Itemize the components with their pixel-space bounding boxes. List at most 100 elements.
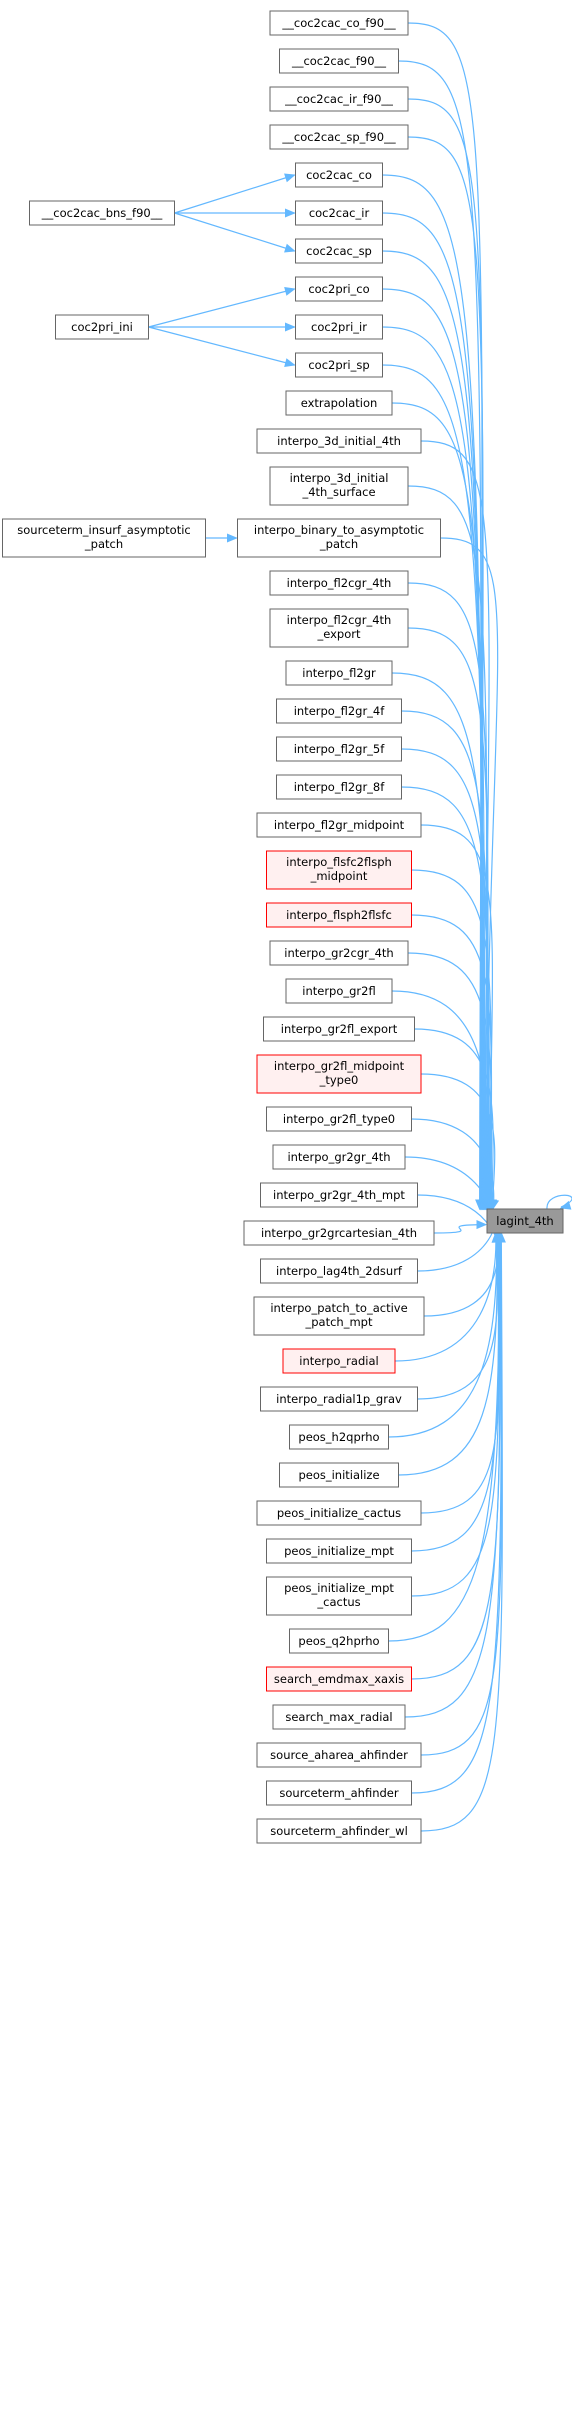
edge-peos_initialize-to-lagint-4th-line — [398, 1232, 498, 1476]
edge-coc2cac_bns_f90-to-coc2cac_sp-line — [174, 212, 295, 252]
node-label: coc2pri_ini — [71, 320, 133, 334]
node-coc2cac-bns-f90[interactable]: __coc2cac_bns_f90__ — [29, 200, 175, 226]
node-coc2cac-ir[interactable]: coc2cac_ir — [295, 200, 383, 226]
edge-interpo_fl2gr_8f-to-lagint-4th-line — [401, 786, 490, 1210]
node-label: extrapolation — [301, 396, 378, 410]
node-box — [266, 1106, 412, 1132]
edge-search_max_radial-to-lagint-4th-line — [404, 1232, 501, 1718]
edge-coc2pri_ini-to-coc2pri_ir-arrowhead — [285, 322, 296, 332]
node-interpo-binary-to-asymptotic-patch[interactable]: interpo_binary_to_asymptotic_patch — [237, 518, 441, 558]
call-edges — [148, 22, 572, 1832]
node-box — [237, 518, 441, 558]
node-label: search_max_radial — [285, 1710, 392, 1724]
node-interpo-flsph2flsfc[interactable]: interpo_flsph2flsfc — [266, 902, 412, 928]
node-coc2pri-ini[interactable]: coc2pri_ini — [55, 314, 149, 340]
edge-sourceterm_ahfinder-to-lagint-4th-line — [411, 1232, 502, 1794]
node-label: sourceterm_ahfinder_wl — [270, 1824, 408, 1838]
edge-interpo_gr2grcartesian_4th-to-lagint-4th-line — [433, 1224, 487, 1234]
node-label: __coc2cac_ir_f90__ — [284, 92, 393, 106]
node-interpo-gr2gr-4th-mpt[interactable]: interpo_gr2gr_4th_mpt — [260, 1182, 418, 1208]
node-label: interpo_gr2fl_midpoint — [274, 1059, 405, 1073]
node-box — [55, 314, 149, 340]
node-coc2pri-co[interactable]: coc2pri_co — [295, 276, 383, 302]
node-label: coc2pri_ir — [311, 320, 367, 334]
node-interpo-3d-initial-4th[interactable]: interpo_3d_initial_4th — [256, 428, 422, 454]
node-coc2pri-ir[interactable]: coc2pri_ir — [295, 314, 383, 340]
node-label: search_emdmax_xaxis — [274, 1672, 404, 1686]
node-interpo-patch-to-active-patch-mpt[interactable]: interpo_patch_to_active_patch_mpt — [253, 1296, 425, 1336]
node-interpo-gr2gr-4th[interactable]: interpo_gr2gr_4th — [272, 1144, 406, 1170]
edge-coc2cac_bns_f90-to-coc2cac_ir-arrowhead — [285, 208, 296, 218]
node-interpo-fl2gr-8f[interactable]: interpo_fl2gr_8f — [276, 774, 402, 800]
node-interpo-gr2fl[interactable]: interpo_gr2fl — [285, 978, 393, 1004]
node-sourceterm-ahfinder[interactable]: sourceterm_ahfinder — [266, 1780, 412, 1806]
node-peos-initialize[interactable]: peos_initialize — [279, 1462, 399, 1488]
node-interpo-gr2grcartesian-4th[interactable]: interpo_gr2grcartesian_4th — [243, 1220, 435, 1246]
edge-sourceterm_insurf_asymptotic_patch-to-interpo_binary_to_asymptotic_patch — [205, 533, 238, 543]
edge-coc2cac_co-to-lagint-4th — [382, 174, 487, 1211]
node-coc2cac-ir-f90[interactable]: __coc2cac_ir_f90__ — [269, 86, 409, 112]
node-coc2cac-sp-f90[interactable]: __coc2cac_sp_f90__ — [269, 124, 409, 150]
node-box — [243, 1220, 435, 1246]
call-nodes: __coc2cac_co_f90__ __coc2cac_f90__ __coc2c… — [2, 10, 564, 1844]
node-interpo-flsfc2flsph-midpoint[interactable]: interpo_flsfc2flsph_midpoint — [266, 850, 412, 890]
node-box — [260, 1182, 418, 1208]
node-peos-q2hprho[interactable]: peos_q2hprho — [289, 1628, 389, 1654]
node-sourceterm-insurf-asymptotic-patch[interactable]: sourceterm_insurf_asymptotic_patch — [2, 518, 206, 558]
node-label: interpo_radial — [299, 1354, 378, 1368]
node-label: peos_initialize — [298, 1468, 379, 1482]
node-interpo-gr2fl-export[interactable]: interpo_gr2fl_export — [263, 1016, 415, 1042]
node-extrapolation[interactable]: extrapolation — [285, 390, 393, 416]
node-sourceterm-ahfinder-wl[interactable]: sourceterm_ahfinder_wl — [256, 1818, 422, 1844]
edge-interpo_radial-to-lagint-4th-line — [394, 1232, 497, 1362]
node-interpo-gr2fl-midpoint-type0[interactable]: interpo_gr2fl_midpoint_type0 — [256, 1054, 422, 1094]
node-box — [266, 1666, 412, 1692]
node-interpo-fl2gr-4f[interactable]: interpo_fl2gr_4f — [276, 698, 402, 724]
node-label: interpo_binary_to_asymptotic — [254, 523, 424, 537]
node-label: interpo_3d_initial — [290, 471, 389, 485]
node-coc2cac-f90[interactable]: __coc2cac_f90__ — [279, 48, 399, 74]
node-interpo-fl2cgr-4th-export[interactable]: interpo_fl2cgr_4th_export — [269, 608, 409, 648]
node-interpo-radial[interactable]: interpo_radial — [282, 1348, 396, 1374]
node-box — [295, 238, 383, 264]
node-box — [269, 940, 409, 966]
node-interpo-3d-initial-4th-surface[interactable]: interpo_3d_initial_4th_surface — [269, 466, 409, 506]
node-coc2cac-sp[interactable]: coc2cac_sp — [295, 238, 383, 264]
node-lagint-4th[interactable]: lagint_4th — [486, 1208, 564, 1234]
edge-lagint-4th-self-loop-arrowhead — [559, 1200, 572, 1210]
node-interpo-fl2gr-midpoint[interactable]: interpo_fl2gr_midpoint — [256, 812, 422, 838]
node-interpo-radial1p-grav[interactable]: interpo_radial1p_grav — [260, 1386, 418, 1412]
node-box — [29, 200, 175, 226]
node-box — [285, 660, 393, 686]
edge-interpo_gr2grcartesian_4th-to-lagint-4th — [433, 1220, 488, 1234]
edge-coc2pri_ini-to-coc2pri_sp — [148, 326, 296, 368]
node-interpo-fl2gr-5f[interactable]: interpo_fl2gr_5f — [276, 736, 402, 762]
node-label: interpo_fl2cgr_4th — [287, 613, 392, 627]
node-label: interpo_patch_to_active — [270, 1301, 407, 1315]
edge-coc2pri_ini-to-coc2pri_co-arrowhead — [284, 286, 296, 296]
node-search-max-radial[interactable]: search_max_radial — [272, 1704, 406, 1730]
node-box — [266, 1576, 412, 1616]
node-interpo-gr2cgr-4th[interactable]: interpo_gr2cgr_4th — [269, 940, 409, 966]
node-coc2cac-co[interactable]: coc2cac_co — [295, 162, 383, 188]
node-search-emdmax-xaxis[interactable]: search_emdmax_xaxis — [266, 1666, 412, 1692]
edge-peos_initialize_cactus-to-lagint-4th-line — [420, 1232, 500, 1514]
node-peos-initialize-mpt-cactus[interactable]: peos_initialize_mpt_cactus — [266, 1576, 412, 1616]
node-coc2pri-sp[interactable]: coc2pri_sp — [295, 352, 383, 378]
node-peos-initialize-mpt[interactable]: peos_initialize_mpt — [266, 1538, 412, 1564]
node-interpo-gr2fl-type0[interactable]: interpo_gr2fl_type0 — [266, 1106, 412, 1132]
node-interpo-lag4th-2dsurf[interactable]: interpo_lag4th_2dsurf — [260, 1258, 418, 1284]
node-label: _4th_surface — [301, 485, 375, 499]
edge-lagint-4th-self-loop — [546, 1194, 572, 1210]
node-interpo-fl2gr[interactable]: interpo_fl2gr — [285, 660, 393, 686]
node-label: interpo_radial1p_grav — [276, 1392, 402, 1406]
edge-coc2pri_ini-to-coc2pri_co — [148, 286, 296, 328]
node-box — [279, 1462, 399, 1488]
node-peos-h2qprho[interactable]: peos_h2qprho — [289, 1424, 389, 1450]
node-interpo-fl2cgr-4th[interactable]: interpo_fl2cgr_4th — [269, 570, 409, 596]
node-source-aharea-ahfinder[interactable]: source_aharea_ahfinder — [256, 1742, 422, 1768]
node-peos-initialize-cactus[interactable]: peos_initialize_cactus — [256, 1500, 422, 1526]
edge-coc2pri_ini-to-coc2pri_sp-line — [148, 326, 295, 366]
edge-interpo_fl2cgr_4th_export-to-lagint-4th-line — [407, 627, 489, 1210]
node-coc2cac-co-f90[interactable]: __coc2cac_co_f90__ — [269, 10, 409, 36]
